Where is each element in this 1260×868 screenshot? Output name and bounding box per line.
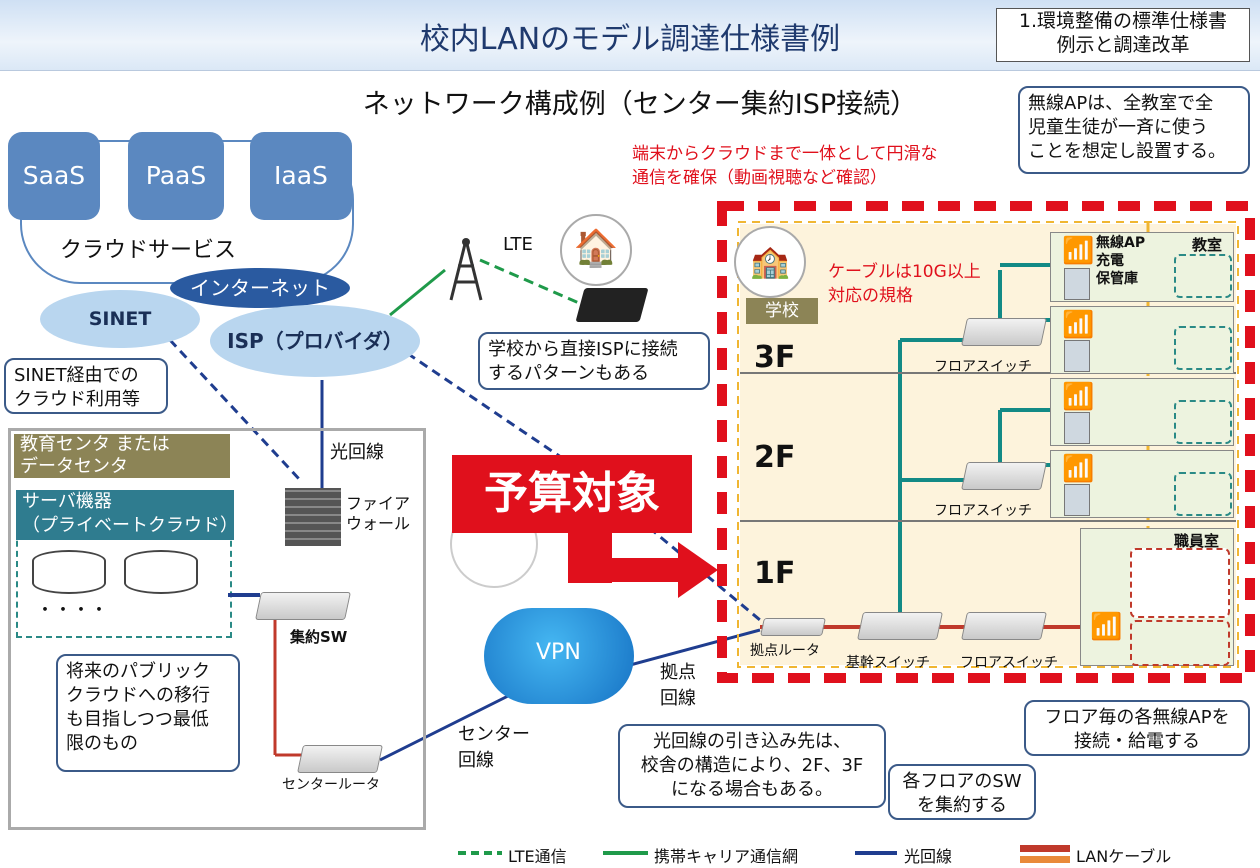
legend-lan: LANケーブル: [1076, 847, 1172, 866]
base-router-icon: [760, 618, 826, 636]
page-title: 校内LANのモデル調達仕様書例: [419, 22, 841, 57]
school-icon: 🏫: [734, 226, 806, 298]
floor-switch-3f-label: フロアスイッチ: [934, 359, 1032, 375]
data-center-title: 教育センタ またはデータセンタ: [14, 434, 230, 478]
cloud-service-label: クラウドサービス: [60, 238, 237, 263]
aggregate-sw-label: 集約SW: [290, 628, 348, 646]
budget-boundary: [717, 201, 1255, 683]
wifi-icon: 📶: [1062, 382, 1095, 412]
staffroom-label: 職員室: [1174, 532, 1220, 550]
vpn-cloud-icon: [484, 608, 634, 704]
charging-cabinet-icon: [1064, 340, 1090, 372]
iaas-box: IaaS: [250, 132, 352, 220]
server-disk-icon: [32, 550, 106, 594]
staff-pc-icon: [1130, 548, 1230, 618]
floor-1f: 1F: [754, 556, 796, 591]
center-router-icon: [297, 745, 383, 773]
charging-cabinet-icon: [1064, 268, 1090, 300]
core-switch-icon: [857, 612, 943, 640]
base-line-label: 拠点回線: [660, 662, 696, 709]
home-laptop-icon: [575, 288, 649, 322]
base-router-label: 拠点ルータ: [750, 643, 820, 659]
floor-3f: 3F: [754, 340, 796, 375]
legend-fiber: 光回線: [904, 847, 953, 866]
classroom-device-icon: [1174, 254, 1232, 298]
floor-2f: 2F: [754, 440, 796, 475]
server-more: ・・・・: [36, 600, 108, 621]
charging-cabinet-icon: [1064, 484, 1090, 516]
floor-switch-1f-label: フロアスイッチ: [960, 655, 1058, 671]
aggregate-switch-icon: [255, 592, 351, 620]
school-tag: 学校: [746, 298, 818, 324]
sinet-note: SINET経由でのクラウド利用等: [4, 358, 168, 414]
floor-switch-2f-label: フロアスイッチ: [934, 503, 1032, 519]
sinet-node: SINET: [40, 290, 200, 348]
floor-switch-2f-icon: [961, 462, 1047, 490]
ap-note: 無線APは、全教室で全児童生徒が一斉に使うことを想定し設置する。: [1018, 86, 1250, 174]
center-line-label: センター回線: [458, 724, 530, 771]
firewall-icon: [285, 488, 341, 546]
future-note: 将来のパブリッククラウドへの移行も目指しつつ最低限のもの: [56, 654, 240, 772]
direct-isp-note: 学校から直接ISPに接続するパターンもある: [478, 332, 710, 390]
section-tag: 1.環境整備の標準仕様書 例示と調達改革: [996, 8, 1250, 62]
isp-node: ISP（プロバイダ）: [210, 305, 420, 377]
lte-label: LTE: [503, 234, 533, 255]
internet-label: インターネット: [170, 268, 350, 308]
saas-box: SaaS: [8, 132, 100, 220]
ap-power-note: フロア毎の各無線APを接続・給電する: [1024, 700, 1250, 756]
center-line: [379, 688, 521, 762]
section-tag-line2: 例示と調達改革: [1056, 34, 1190, 56]
school-direct-line: [579, 468, 761, 622]
cable-note: ケーブルは10G以上対応の規格: [828, 262, 981, 306]
lte-line: [479, 258, 596, 312]
wifi-icon: 📶: [1090, 612, 1123, 642]
diagram-subtitle: ネットワーク構成例（センター集約ISP接続）: [362, 89, 918, 120]
classroom-device-icon: [1174, 326, 1232, 370]
server-disk-icon: [124, 550, 198, 594]
data-center-box: [8, 428, 426, 830]
paas-box: PaaS: [128, 132, 224, 220]
center-router-label: センタールータ: [282, 777, 380, 793]
red-note: 端末からクラウドまで一体として円滑な通信を確保（動画視聴など確認）: [632, 144, 938, 188]
staff-laptop-icon: [1130, 620, 1230, 666]
charging-cabinet-icon: [1064, 412, 1090, 444]
legend-lte: LTE通信: [508, 847, 567, 866]
wifi-icon: 📶: [1062, 236, 1095, 266]
sinet-fiber-line: [168, 338, 302, 482]
classroom-device-icon: [1174, 400, 1232, 444]
core-switch-label: 基幹スイッチ: [846, 655, 930, 671]
legend-carrier: 携帯キャリア通信網: [654, 847, 799, 866]
budget-arrow: [678, 542, 718, 598]
carrier-line: [389, 268, 446, 317]
section-tag-line1: 1.環境整備の標準仕様書: [1018, 10, 1228, 32]
lte-tower-icon: [443, 236, 489, 302]
wifi-icon: 📶: [1062, 454, 1095, 484]
classroom-device-icon: [1174, 472, 1232, 516]
budget-label: 予算対象: [452, 455, 692, 533]
home-icon: 🏠: [560, 214, 632, 286]
fiber-label: 光回線: [330, 442, 384, 463]
wifi-icon: 📶: [1062, 310, 1095, 340]
floor-switch-1f-icon: [961, 612, 1047, 640]
isp-direct-line: [394, 343, 581, 472]
vpn-label: VPN: [536, 640, 581, 665]
classroom-label: 教室: [1192, 236, 1223, 254]
firewall-label: ファイアウォール: [346, 494, 411, 533]
floor-switch-3f-icon: [961, 318, 1047, 346]
server-title: サーバ機器（プライベートクラウド）: [16, 490, 238, 540]
